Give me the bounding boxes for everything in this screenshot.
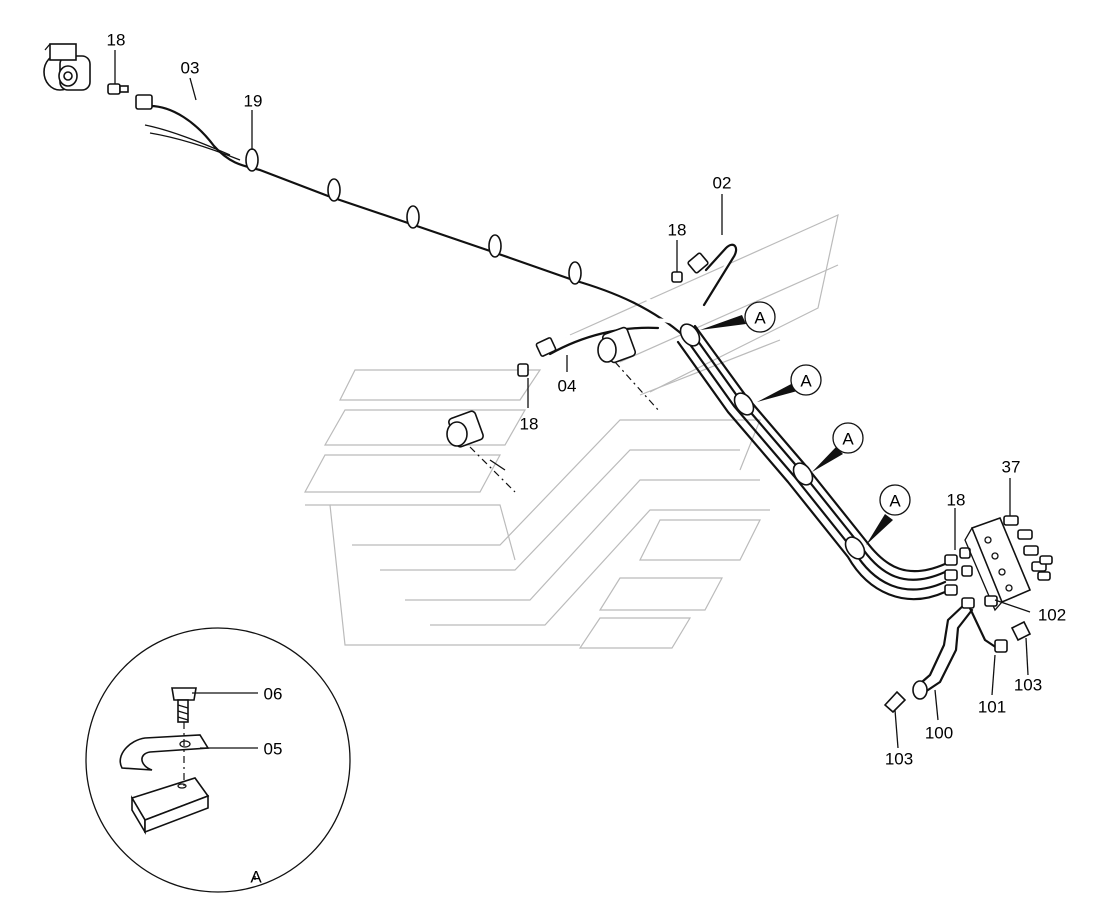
label-04-hose: 04 [557,376,577,396]
label-102: 102 [1037,605,1067,625]
label-100-pipe: 100 [924,723,954,743]
fitting-18-at-manifold [944,547,973,596]
label-103-upper: 103 [1013,675,1043,695]
pipe-100-101 [883,597,1032,714]
callout-a-1-letter: A [754,308,766,328]
leader-lines [114,50,1031,880]
callout-a-2-letter: A [800,371,812,391]
label-18-mid-fitting: 18 [519,414,539,434]
label-18-upper-fitting: 18 [667,220,687,240]
manifold-block [964,515,1053,612]
label-05-clamp: 05 [263,739,283,759]
callout-a-2 [757,364,822,402]
hose-02 [687,234,739,327]
main-hose-bundle [676,323,947,601]
fitting-18-at-motor [107,83,129,95]
clamp-19-group [245,148,582,285]
hydraulic-motor [43,43,91,91]
label-03-hose: 03 [180,58,200,78]
detail-view-a [85,627,351,893]
callout-a-3 [812,422,864,472]
label-18-motor-fitting: 18 [106,30,126,50]
detail-view-a-label: A [250,867,262,887]
label-02-hose: 02 [712,173,732,193]
pipe-brackets [446,326,661,493]
label-103-lower: 103 [884,749,914,769]
fitting-18-mid [517,363,529,377]
callout-a-3-letter: A [842,429,854,449]
label-101-pipe: 101 [977,697,1007,717]
callout-a-4-letter: A [889,491,901,511]
label-37-nipple: 37 [1001,457,1021,477]
fitting-18-upper [671,271,683,283]
callout-a-1 [700,301,776,333]
label-18-manifold-fitting: 18 [946,490,966,510]
machine-body-ghost-outline [303,213,839,649]
callout-a-4 [866,484,911,545]
label-06-bolt: 06 [263,684,283,704]
label-19-clamp: 19 [243,91,263,111]
